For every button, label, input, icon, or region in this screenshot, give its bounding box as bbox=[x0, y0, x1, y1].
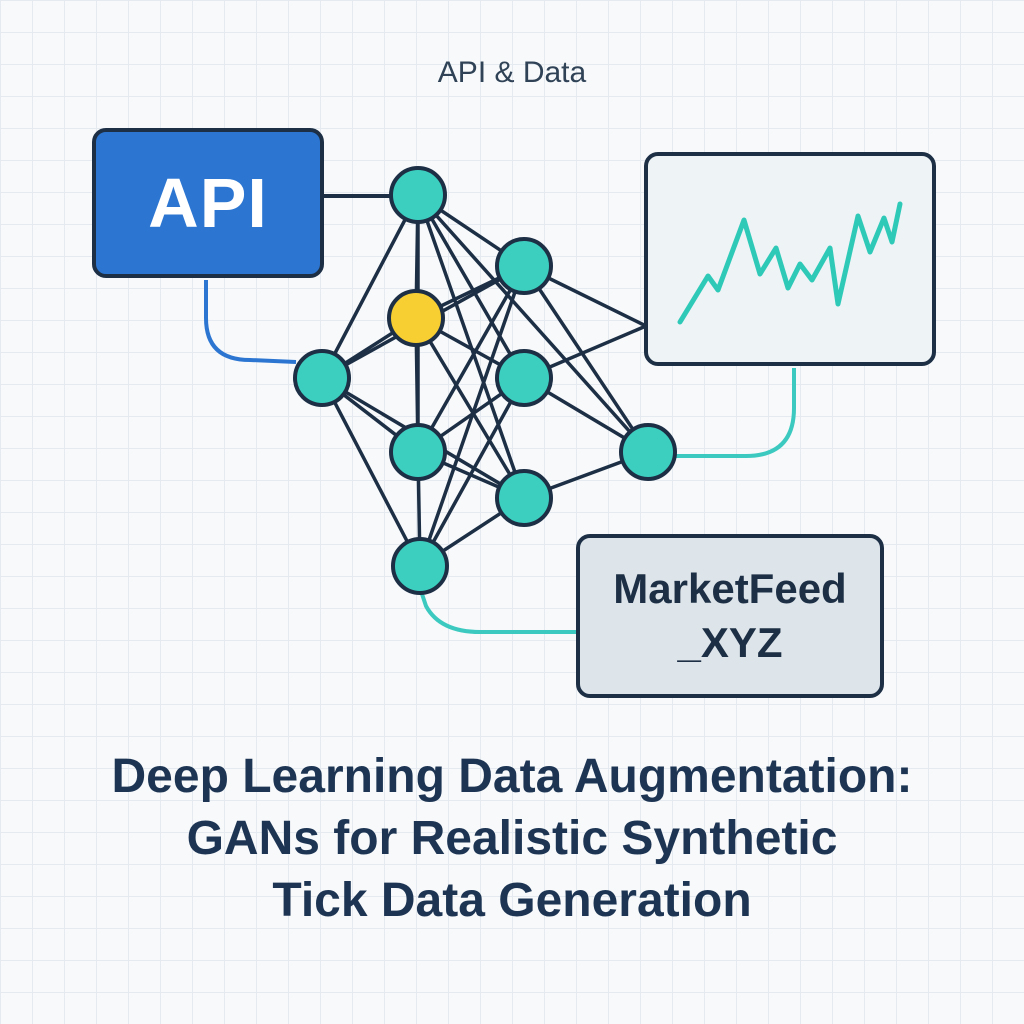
network-node-hidden2-b bbox=[495, 349, 553, 407]
api-box-label: API bbox=[148, 164, 268, 242]
market-feed-label-line2: _XYZ bbox=[677, 619, 783, 666]
network-edge bbox=[320, 193, 420, 380]
api-to-input-link bbox=[204, 280, 297, 364]
network-node-input-top bbox=[389, 166, 447, 224]
chart-to-output-link bbox=[676, 368, 796, 458]
price-chart-box bbox=[644, 152, 936, 366]
title-line-1: Deep Learning Data Augmentation: bbox=[111, 750, 913, 803]
network-node-hidden1-b bbox=[389, 423, 447, 481]
sparkline bbox=[677, 201, 903, 325]
network-edge bbox=[416, 193, 526, 500]
network-edges bbox=[320, 193, 650, 568]
network-edge bbox=[522, 264, 650, 454]
connector-links bbox=[204, 194, 796, 634]
page-title: Deep Learning Data Augmentation: GANs fo… bbox=[0, 746, 1024, 932]
network-edge bbox=[416, 264, 526, 454]
network-node-output bbox=[619, 423, 677, 481]
market-feed-label-line1: MarketFeed bbox=[613, 565, 847, 612]
network-node-input-bottom bbox=[391, 537, 449, 595]
api-box: API bbox=[92, 128, 324, 278]
network-nodes bbox=[293, 166, 677, 595]
feed-to-input-link bbox=[420, 593, 576, 634]
network-edge bbox=[418, 264, 526, 568]
network-edge bbox=[414, 316, 526, 500]
network-edge bbox=[320, 376, 422, 568]
network-node-hidden2-a bbox=[495, 237, 553, 295]
network-node-hidden1-a bbox=[387, 289, 445, 347]
title-line-2: GANs for Realistic Synthetic bbox=[186, 812, 838, 865]
sparkline-chart bbox=[677, 201, 903, 325]
network-node-input-mid bbox=[293, 349, 351, 407]
network-edge bbox=[416, 193, 650, 454]
header-label: API & Data bbox=[437, 56, 587, 89]
network-node-hidden2-c bbox=[495, 469, 553, 527]
network-edge bbox=[418, 376, 526, 568]
market-feed-box: MarketFeed _XYZ bbox=[576, 534, 884, 698]
network-edge bbox=[416, 193, 526, 380]
title-line-3: Tick Data Generation bbox=[272, 874, 752, 927]
